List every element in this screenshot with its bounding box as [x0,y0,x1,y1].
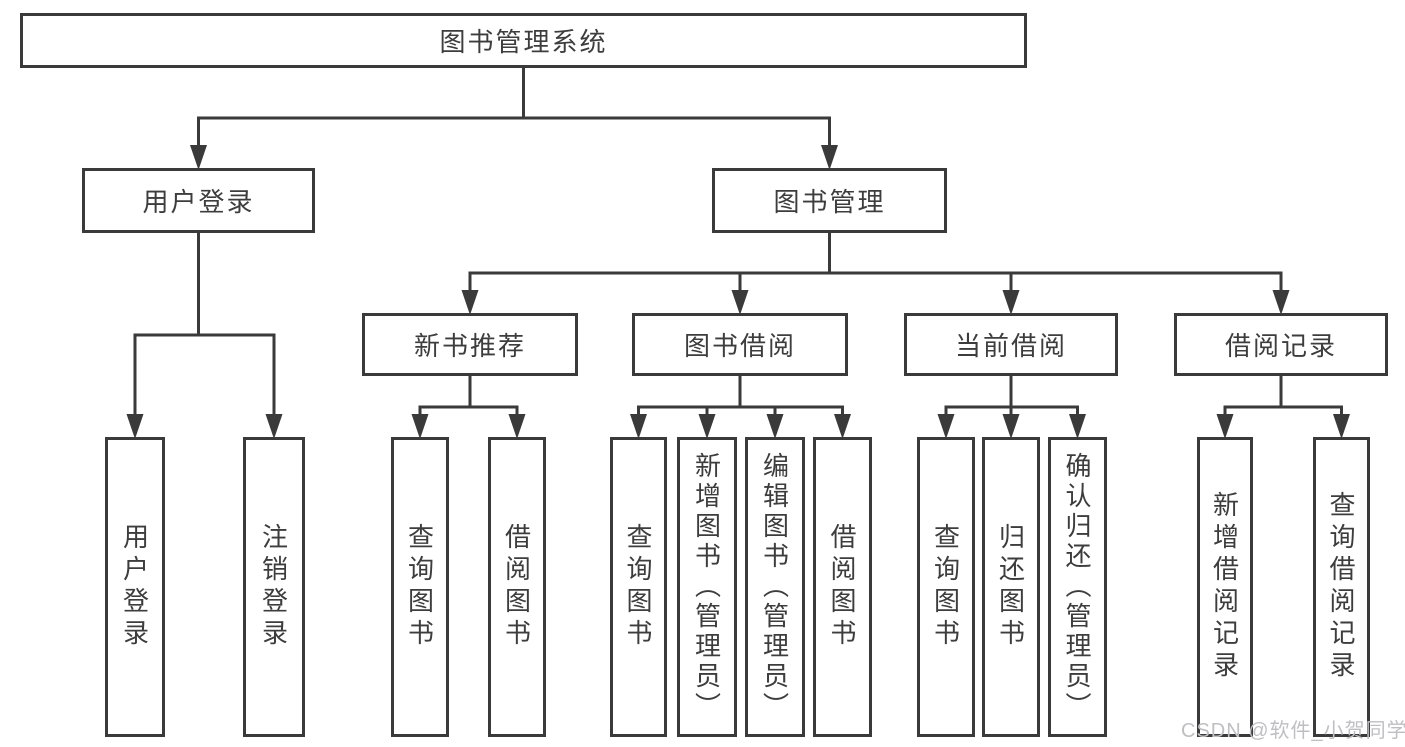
node-label: 新增借阅记录 [1209,491,1240,683]
node-current-borrow: 当前借阅 [904,313,1118,376]
node-leaf-confirm-return: 确认归还（管理员） [1048,437,1107,737]
node-label: 查询借阅记录 [1326,491,1356,683]
node-label: 新增图书（管理员） [691,452,722,722]
node-label: 用户登录 [142,187,255,217]
node-leaf-add-record: 新增借阅记录 [1197,437,1253,737]
node-label: 归还图书 [995,523,1026,651]
node-label: 借阅图书 [501,523,532,651]
node-label: 新书推荐 [413,331,526,361]
node-leaf-query-book-2: 查询图书 [610,437,667,737]
node-leaf-query-book-1: 查询图书 [391,437,449,737]
node-leaf-query-record: 查询借阅记录 [1313,437,1370,737]
node-label: 图书管理系统 [439,27,608,57]
node-book-mgmt: 图书管理 [712,168,947,233]
node-label: 查询图书 [623,523,653,651]
node-label: 确认归还（管理员） [1062,452,1092,722]
node-leaf-borrow-book-1: 借阅图书 [488,437,546,737]
node-label: 注销登录 [258,523,289,651]
node-leaf-query-book-3: 查询图书 [917,437,975,737]
node-borrow-records: 借阅记录 [1174,313,1388,376]
node-user-login: 用户登录 [82,168,315,233]
node-leaf-add-book: 新增图书（管理员） [677,437,737,737]
node-label: 借阅记录 [1224,331,1337,361]
node-leaf-logout: 注销登录 [243,437,305,737]
watermark: CSDN @软件_小贺同学 [1181,720,1405,742]
node-leaf-borrow-book-2: 借阅图书 [813,437,872,737]
node-label: 图书借阅 [683,331,796,361]
node-label: 查询图书 [930,523,961,651]
node-leaf-user-login: 用户登录 [105,437,165,737]
node-label: 查询图书 [404,523,435,651]
node-book-borrow: 图书借阅 [632,313,848,376]
node-root: 图书管理系统 [20,13,1027,68]
node-leaf-edit-book: 编辑图书（管理员） [745,437,805,737]
node-label: 用户登录 [119,523,150,651]
node-label: 借阅图书 [827,523,857,651]
node-new-book-rec: 新书推荐 [362,313,578,376]
node-label: 当前借阅 [954,331,1067,361]
node-leaf-return-book: 归还图书 [982,437,1040,737]
node-label: 编辑图书（管理员） [759,452,790,722]
node-label: 图书管理 [773,187,886,217]
